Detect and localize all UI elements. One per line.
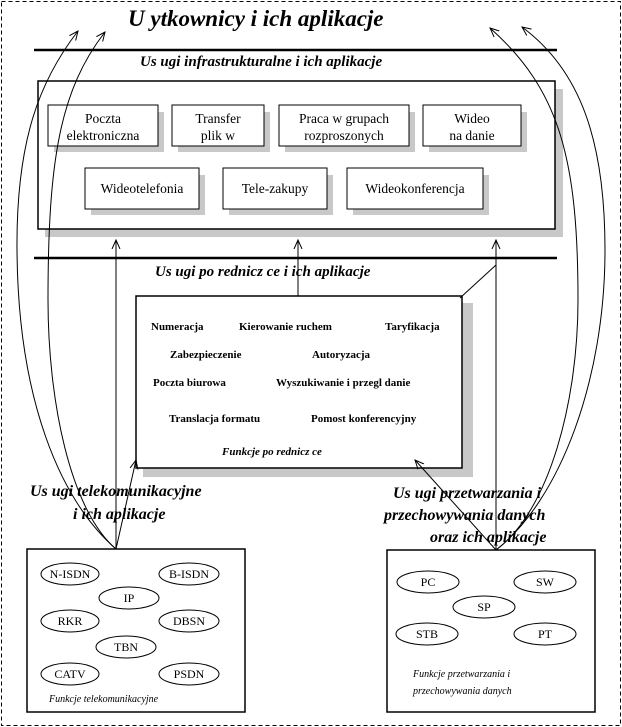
device-node-oval: [513, 622, 577, 646]
service-box-teleshopping: [222, 167, 328, 210]
connector-lines: [16, 27, 606, 551]
service-label: Wideotelefonia: [101, 181, 184, 196]
network-node-oval: [40, 609, 100, 633]
page-title: U ytkownicy i ich aplikacje: [128, 6, 384, 31]
connector-arrow: [47, 32, 117, 550]
network-node-oval: [98, 586, 160, 610]
middle-items: Numeracja Kierowanie ruchem Taryfikacja …: [151, 321, 440, 458]
network-node-label: CATV: [54, 667, 86, 681]
middle-box: [135, 295, 463, 469]
network-node-label: DBSN: [173, 614, 205, 628]
service-box-email: [47, 104, 159, 147]
service-label: Transfer: [195, 111, 241, 126]
processing-label-line1: Us ugi przetwarzania i: [393, 485, 542, 502]
service-label: Tele-zakupy: [242, 181, 309, 196]
network-node-oval: [158, 662, 220, 686]
device-node-label: SP: [477, 600, 491, 614]
service-label: Wideo: [454, 111, 490, 126]
service-label: plik w: [201, 128, 235, 143]
infra-heading: Us ugi infrastrukturalne i ich aplikacje: [140, 54, 382, 70]
middle-item: Poczta biurowa: [153, 377, 226, 389]
telecom-caption: Funkcje telekomunikacyjne: [48, 694, 159, 705]
connector-arrow: [495, 27, 606, 551]
middle-item: Wyszukiwanie i przegl danie: [276, 377, 410, 389]
service-label: Praca w grupach: [299, 111, 389, 126]
service-label: na danie: [449, 128, 494, 143]
network-node-oval: [40, 562, 100, 586]
middle-item: Numeracja: [151, 321, 204, 333]
network-node-label: RKR: [58, 614, 83, 628]
network-node-label: N-ISDN: [50, 567, 91, 581]
processing-caption-line1: Funkcje przetwarzania i: [412, 669, 510, 680]
service-box-videoconference: [346, 167, 484, 210]
network-node-label: IP: [124, 591, 135, 605]
device-node-oval: [396, 570, 460, 594]
service-label: Wideokonferencja: [365, 181, 464, 196]
device-node-label: SW: [536, 575, 555, 589]
service-box-videophone: [84, 167, 200, 210]
network-node-oval: [158, 562, 220, 586]
network-node-oval: [40, 662, 100, 686]
telecom-label-line2: i ich aplikacje: [73, 506, 165, 523]
middle-item: Translacja formatu: [169, 413, 260, 425]
network-node-label: TBN: [114, 640, 138, 654]
processing-nodes: PC SW SP STB PT: [395, 570, 577, 646]
middle-item: Zabezpieczenie: [170, 349, 242, 361]
device-node-oval: [513, 570, 577, 594]
device-node-label: PT: [538, 627, 553, 641]
processing-label-line3: oraz ich aplikacje: [430, 529, 546, 546]
infra-service-boxes: [47, 104, 527, 215]
service-box-video-on-demand: [422, 104, 522, 147]
connector-arrow: [490, 28, 579, 551]
middle-heading: Us ugi po rednicz ce i ich aplikacje: [155, 264, 371, 280]
middle-item: Kierowanie ruchem: [239, 321, 332, 333]
infra-box-labels: Poczta elektroniczna Transfer plik w Pra…: [67, 111, 495, 196]
connector-arrow: [459, 264, 497, 299]
service-box-file-transfer: [171, 104, 265, 147]
service-label: Poczta: [85, 111, 121, 126]
connector-arrow: [115, 460, 136, 550]
service-label: elektroniczna: [67, 128, 140, 143]
network-node-oval: [95, 635, 157, 659]
network-node-oval: [158, 609, 220, 633]
middle-item: Pomost konferencyjny: [311, 413, 417, 425]
network-node-label: B-ISDN: [169, 567, 209, 581]
network-node-label: PSDN: [174, 667, 205, 681]
service-box-groupwork: [278, 104, 410, 147]
connector-arrow: [415, 460, 497, 551]
telecom-nodes: N-ISDN B-ISDN IP RKR DBSN TBN CATV PSDN: [40, 562, 220, 686]
middle-item: Taryfikacja: [385, 321, 440, 333]
service-label: rozproszonych: [304, 128, 384, 143]
processing-caption-line2: przechowywania danych: [412, 686, 512, 697]
connector-arrow: [16, 31, 117, 550]
device-node-oval: [452, 595, 516, 619]
middle-item: Autoryzacja: [312, 349, 371, 361]
device-node-label: PC: [421, 575, 436, 589]
device-node-oval: [395, 622, 459, 646]
processing-label-line2: przechowywania danych: [382, 507, 545, 524]
device-node-label: STB: [416, 627, 438, 641]
middle-caption: Funkcje po rednicz ce: [221, 446, 322, 458]
